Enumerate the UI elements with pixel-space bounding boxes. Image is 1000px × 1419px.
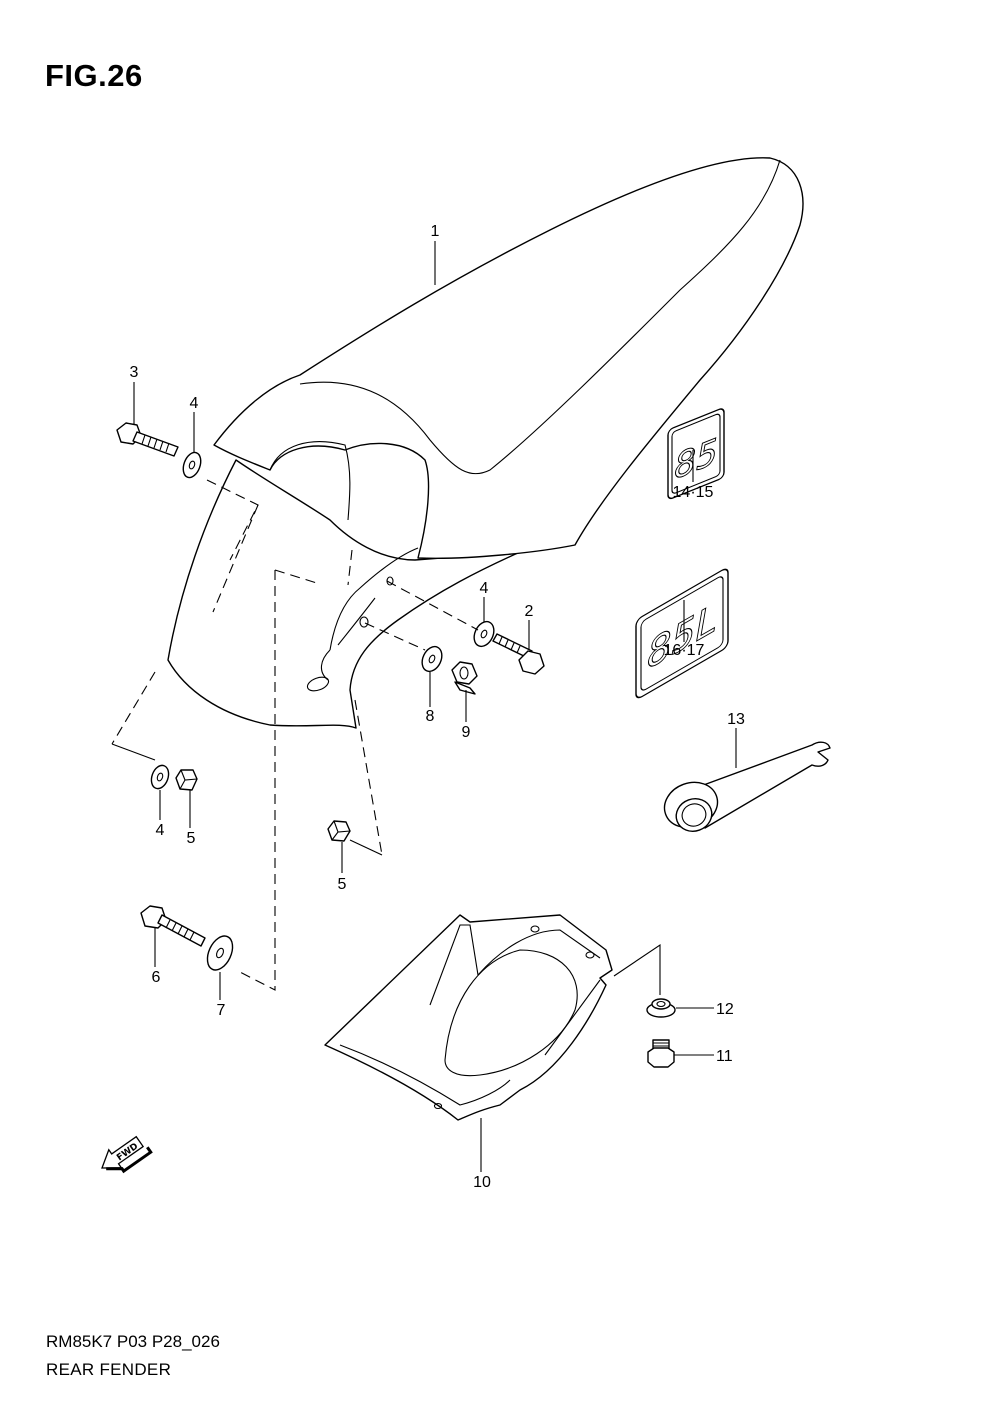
decal-part-14-15[interactable]: 85 (667, 407, 725, 500)
figure-title: FIG.26 (45, 58, 143, 93)
washer-part-4-lower[interactable] (148, 763, 171, 791)
nut-part-12[interactable] (646, 998, 676, 1018)
tool-part-13[interactable] (658, 741, 831, 836)
nut-part-9[interactable] (451, 661, 478, 695)
callout-4-right: 4 (480, 580, 489, 597)
callout-3: 3 (130, 364, 139, 381)
assembly-lines (111, 479, 661, 995)
bolt-part-6[interactable] (140, 905, 206, 947)
callout-9: 9 (462, 724, 471, 741)
callout-14-15: 14·15 (673, 484, 714, 501)
callout-8: 8 (426, 708, 435, 725)
rear-fender-part-1[interactable] (167, 157, 804, 729)
bolt-part-2[interactable] (492, 633, 545, 675)
bolt-part-3[interactable] (116, 422, 179, 457)
figure-code: RM85K7 P03 P28_026 (46, 1332, 220, 1351)
callout-11: 11 (716, 1048, 733, 1065)
callout-12: 12 (716, 1001, 734, 1018)
callout-13: 13 (727, 711, 745, 728)
nut-part-5-left[interactable] (175, 769, 198, 791)
nut-part-5-middle[interactable] (327, 820, 351, 842)
callout-6: 6 (152, 969, 161, 986)
decal-part-16-17[interactable]: 85L (635, 567, 729, 700)
leader-lines (133, 241, 737, 1172)
washer-part-4-right[interactable] (470, 618, 497, 649)
callout-labels: 1 3 4 4 2 8 9 4 5 5 6 7 10 11 12 13 14·1… (130, 223, 745, 1191)
forward-arrow-icon: FWD (101, 1135, 153, 1174)
washer-part-4-top[interactable] (180, 450, 204, 480)
callout-16-17: 16·17 (664, 642, 705, 659)
callout-4-top: 4 (190, 395, 199, 412)
callout-1: 1 (431, 223, 440, 240)
callout-10: 10 (473, 1174, 491, 1191)
callout-2: 2 (525, 603, 534, 620)
callout-5-left: 5 (187, 830, 196, 847)
washer-part-8[interactable] (418, 643, 445, 674)
mud-guard-part-10[interactable] (324, 914, 613, 1121)
bolt-part-11[interactable] (647, 1039, 675, 1068)
callout-5-middle: 5 (338, 876, 347, 893)
callout-7: 7 (217, 1002, 226, 1019)
washer-part-7[interactable] (202, 932, 237, 974)
callout-4-lower: 4 (156, 822, 165, 839)
figure-name: REAR FENDER (46, 1360, 172, 1379)
